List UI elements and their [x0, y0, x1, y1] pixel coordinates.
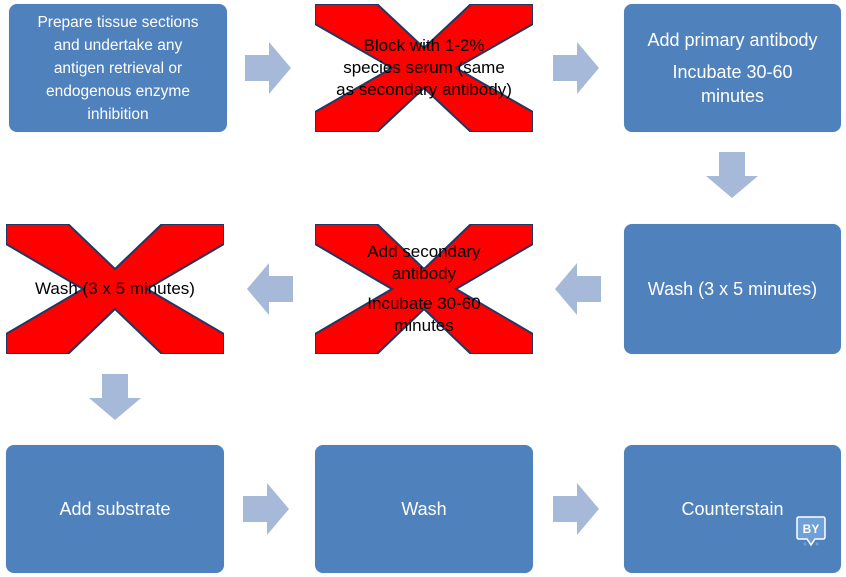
step-text-line: Add primary antibody — [647, 30, 818, 50]
step-text-line: Block with 1-2% — [363, 36, 485, 55]
step-text-line: Counterstain — [681, 499, 784, 519]
step-add-primary-antibody: Add primary antibody Incubate 30-60 minu… — [624, 4, 841, 132]
arrow-step5-to-step6 — [247, 263, 293, 315]
step-text-line: Wash (3 x 5 minutes) — [35, 279, 195, 298]
step-block-serum-crossed: Block with 1-2% species serum (same as s… — [315, 4, 533, 132]
watermark-logo-icon: BY — [795, 515, 827, 549]
step-text-line: antigen retrieval or — [53, 59, 183, 77]
step-wash-crossed: Wash (3 x 5 minutes) — [6, 224, 224, 354]
step-wash-final: Wash — [315, 445, 533, 573]
step-text-line: Add secondary — [367, 242, 481, 261]
cross-out-icon — [315, 224, 533, 354]
arrow-step3-to-step4 — [706, 152, 758, 198]
step-counterstain: Counterstain — [624, 445, 841, 573]
step-text-line: and undertake any — [53, 36, 183, 54]
step-text-line: Prepare tissue sections — [37, 13, 199, 31]
step-text-line: Wash — [401, 499, 447, 519]
step-text-line: Wash (3 x 5 minutes) — [647, 279, 818, 299]
step-text-line: minutes — [394, 316, 454, 335]
step-text-line: inhibition — [87, 105, 149, 123]
arrow-step4-to-step5 — [555, 263, 601, 315]
logo-text: BY — [803, 522, 820, 536]
step-text-line: Incubate 30-60 — [367, 294, 481, 313]
step-add-secondary-antibody-crossed: Add secondary antibody Incubate 30-60 mi… — [315, 224, 533, 354]
step-text-line: endogenous enzyme — [46, 82, 190, 100]
arrow-step1-to-step2 — [245, 42, 291, 94]
step-add-substrate: Add substrate — [6, 445, 224, 573]
step-text-line: minutes — [700, 86, 765, 106]
arrow-step7-to-step8 — [243, 483, 289, 535]
step-text-line: species serum (same — [343, 58, 505, 77]
cross-out-icon — [315, 4, 533, 132]
step-wash-primary: Wash (3 x 5 minutes) — [624, 224, 841, 354]
arrow-step6-to-step7 — [89, 374, 141, 420]
arrow-step8-to-step9 — [553, 483, 599, 535]
arrow-step2-to-step3 — [553, 42, 599, 94]
step-text-line: Incubate 30-60 — [672, 62, 793, 82]
step-prepare-tissue: Prepare tissue sections and undertake an… — [9, 4, 227, 132]
step-text-line: as secondary antibody) — [336, 80, 512, 99]
step-text-line: antibody — [391, 264, 457, 283]
step-text-line: Add substrate — [59, 499, 171, 519]
cross-out-icon — [6, 224, 224, 354]
